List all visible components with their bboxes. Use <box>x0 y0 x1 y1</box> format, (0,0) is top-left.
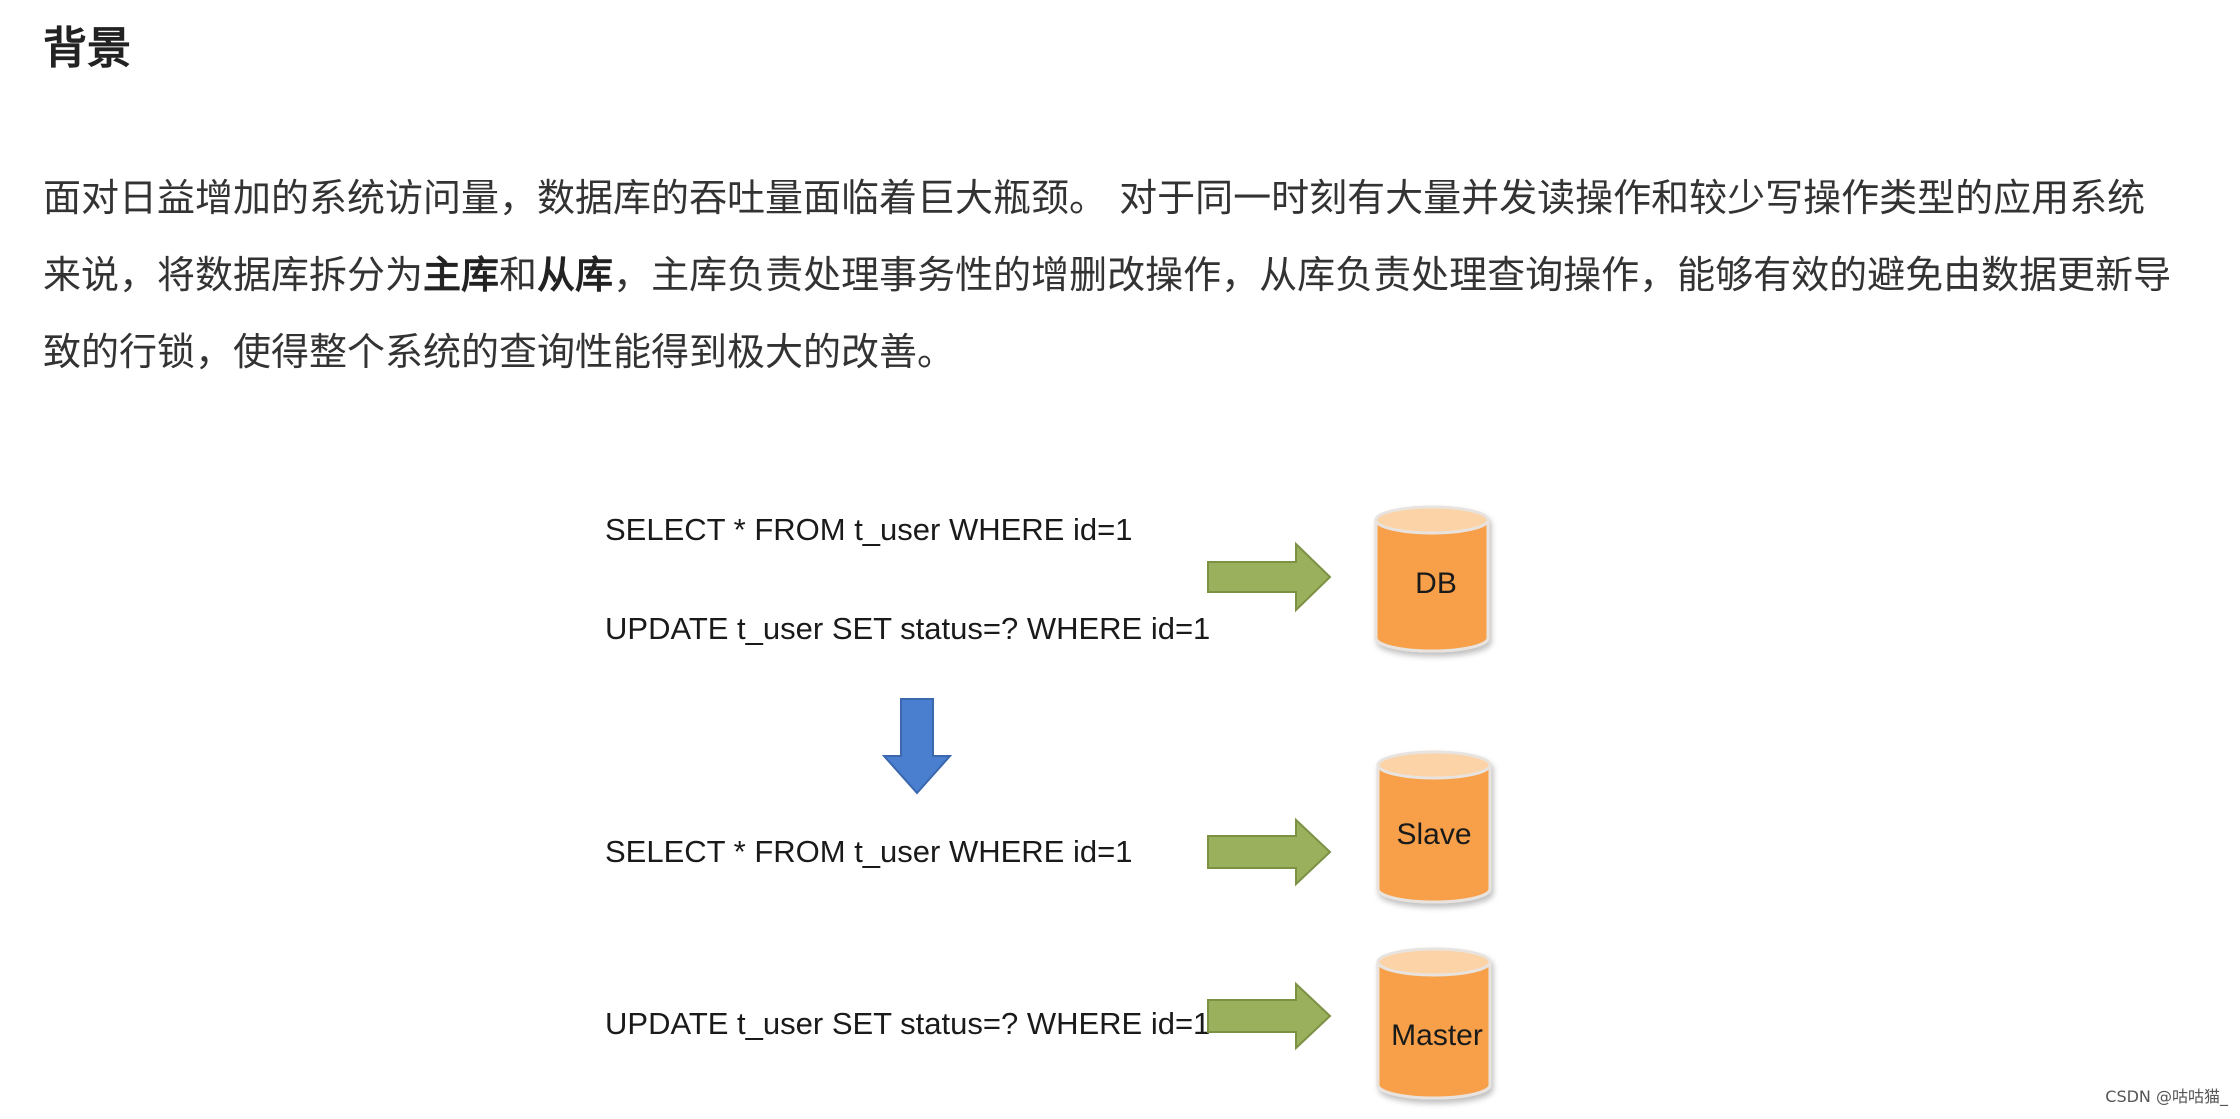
bold-term-slave: 从库 <box>537 253 614 297</box>
slave-label: Slave <box>1396 818 1471 851</box>
sql-select-before: SELECT * FROM t_user WHERE id=1 <box>605 512 1132 547</box>
intro-paragraph: 面对日益增加的系统访问量，数据库的吞吐量面临着巨大瓶颈。 对于同一时刻有大量并发… <box>43 160 2183 391</box>
watermark: CSDN @咕咕猫_ <box>2105 1087 2228 1106</box>
paragraph-text-2: 和 <box>499 253 538 297</box>
db-cylinder-icon <box>1374 505 1490 653</box>
section-heading: 背景 <box>43 23 131 74</box>
master-cylinder-icon <box>1376 947 1492 1100</box>
sql-update-after: UPDATE t_user SET status=? WHERE id=1 <box>605 1006 1210 1041</box>
slave-cylinder-icon <box>1376 750 1492 904</box>
sql-update-before: UPDATE t_user SET status=? WHERE id=1 <box>605 611 1210 646</box>
db-label: DB <box>1415 567 1457 600</box>
paragraph-text-3: ，主库负责处理事务性的增删改操作，从库负责处理查询操作，能够有效的避免由数据更新… <box>43 253 2172 374</box>
green-arrow-icon <box>1207 541 1332 613</box>
master-label: Master <box>1391 1019 1483 1052</box>
paragraph-text-1: 面对日益增加的系统访问量，数据库的吞吐量面临着巨大瓶颈。 对于同一时刻有大量并发… <box>43 176 2146 297</box>
bold-term-master: 主库 <box>423 253 500 297</box>
sql-select-after: SELECT * FROM t_user WHERE id=1 <box>605 834 1132 869</box>
blue-down-arrow-icon <box>881 698 953 795</box>
green-arrow-icon <box>1207 981 1332 1051</box>
green-arrow-icon <box>1207 817 1332 887</box>
